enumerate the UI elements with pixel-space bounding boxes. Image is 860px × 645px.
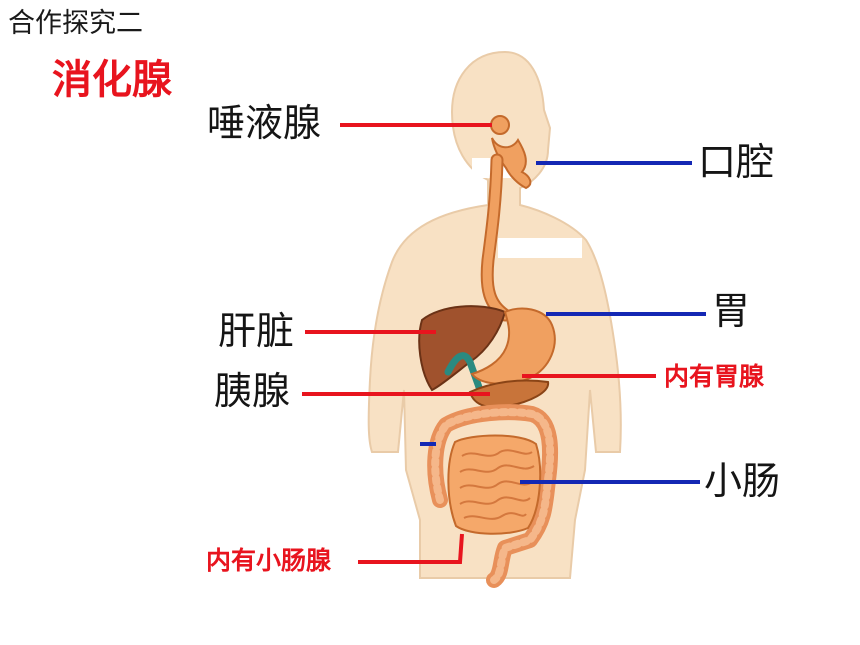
- section-title: 合作探究二: [8, 8, 143, 39]
- line-intestinal-gland: [358, 533, 464, 564]
- label-liver: 肝脏: [218, 309, 295, 353]
- label-oral-cavity: 口腔: [698, 140, 775, 184]
- small-intestine-organ: [447, 434, 542, 535]
- label-gastric-gland: 内有胃腺: [664, 362, 765, 391]
- salivary-gland-organ: [490, 115, 532, 190]
- label-salivary-gland: 唾液腺: [207, 101, 322, 145]
- label-intestinal-gland: 内有小肠腺: [206, 546, 332, 575]
- chest-band: [498, 238, 582, 258]
- label-pancreas: 胰腺: [214, 369, 291, 413]
- page-heading: 消化腺: [52, 57, 172, 103]
- bile-duct: [444, 352, 484, 394]
- label-stomach: 胃: [712, 289, 751, 333]
- label-small-intestine: 小肠: [704, 459, 781, 503]
